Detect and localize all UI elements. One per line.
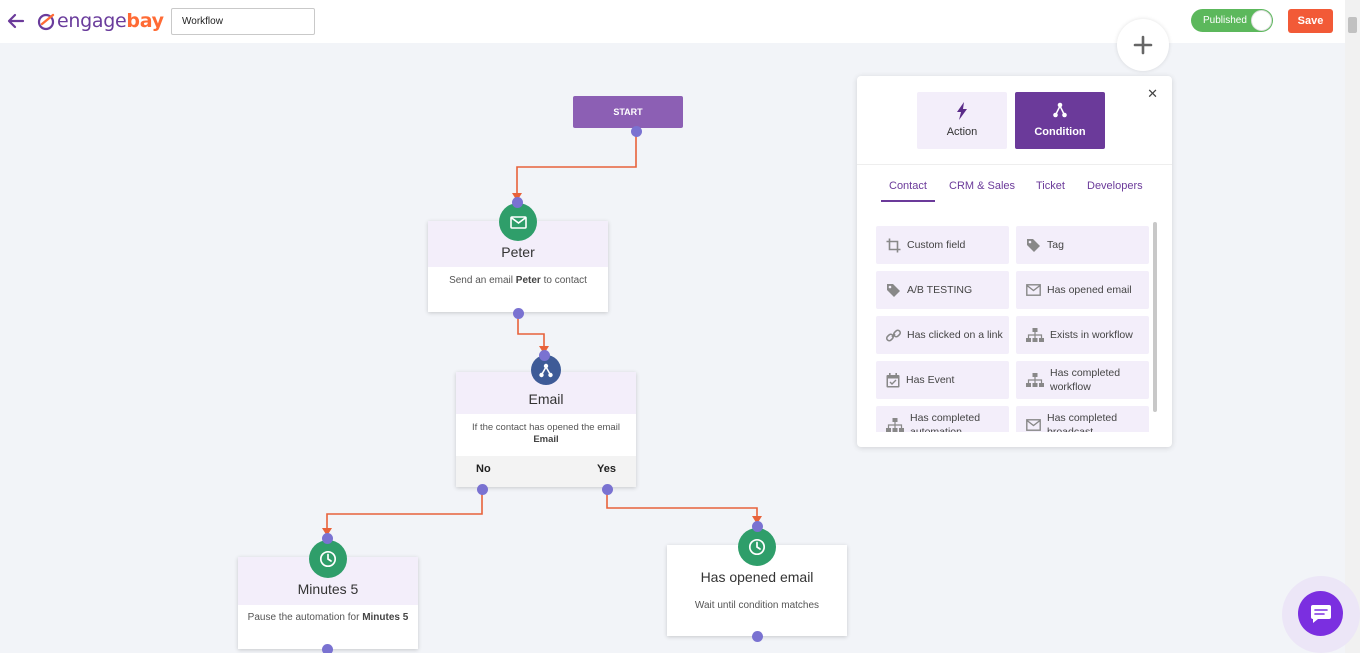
port-no-out[interactable]: [477, 484, 488, 495]
branch-row: No Yes: [456, 456, 636, 487]
condition-tag[interactable]: Tag: [1016, 226, 1149, 264]
panel-scrollbar[interactable]: [1153, 222, 1157, 412]
top-bar: engagebay Published Save: [0, 0, 1345, 43]
save-button[interactable]: Save: [1288, 9, 1333, 33]
add-node-button[interactable]: [1117, 19, 1169, 71]
panel-divider: [857, 164, 1172, 165]
published-toggle[interactable]: Published: [1191, 9, 1273, 32]
tab-crm-sales[interactable]: CRM & Sales: [949, 180, 1016, 192]
condition-has-completed-workflow[interactable]: Has completed workflow: [1016, 361, 1149, 399]
action-type-button[interactable]: Action: [917, 92, 1007, 149]
page-scrollbar[interactable]: [1345, 0, 1360, 653]
node-description: Pause the automation for Minutes 5: [247, 612, 409, 623]
close-panel-icon[interactable]: ✕: [1147, 86, 1158, 101]
port-wait-out[interactable]: [322, 644, 333, 653]
tab-ticket[interactable]: Ticket: [1036, 180, 1065, 192]
condition-type-button[interactable]: Condition: [1015, 92, 1105, 149]
port-start-out[interactable]: [631, 126, 642, 137]
clock-icon: [309, 540, 347, 578]
start-node[interactable]: START: [573, 96, 683, 128]
connector-yes-branch: [606, 489, 758, 520]
engagebay-logo: engagebay: [37, 9, 164, 33]
envelope-icon: [1026, 284, 1041, 296]
port-wait-in[interactable]: [322, 533, 333, 544]
page-scrollbar-thumb[interactable]: [1348, 17, 1357, 33]
sitemap-icon: [1026, 373, 1044, 387]
node-title: Has opened email: [667, 545, 847, 593]
crop-icon: [886, 238, 901, 252]
conditions-grid: Custom field Tag A/B TESTING Has opened …: [876, 222, 1150, 432]
tab-contact[interactable]: Contact: [881, 180, 935, 202]
sitemap-icon: [886, 418, 904, 432]
condition-has-opened-email[interactable]: Has opened email: [1016, 271, 1149, 309]
link-icon: [886, 328, 901, 342]
node-description: If the contact has opened the email Emai…: [472, 422, 620, 445]
clock-icon: [738, 528, 776, 566]
tag-icon: [887, 283, 900, 297]
branch-yes-label: Yes: [597, 463, 616, 475]
logo-wordmark: engagebay: [57, 10, 164, 32]
published-toggle-label: Published: [1203, 15, 1247, 26]
workflow-name-input[interactable]: [171, 8, 315, 35]
tag-icon: [1027, 238, 1040, 252]
connector-email-to-condition: [517, 313, 545, 350]
sitemap-icon: [1026, 328, 1044, 342]
condition-branch-icon: [1053, 102, 1067, 118]
condition-has-event[interactable]: Has Event: [876, 361, 1009, 399]
toggle-knob: [1251, 10, 1272, 31]
port-wait-condition-in[interactable]: [752, 521, 763, 532]
chat-bubble-icon: [1310, 604, 1331, 623]
condition-has-clicked-link[interactable]: Has clicked on a link: [876, 316, 1009, 354]
port-email-in[interactable]: [512, 197, 523, 208]
envelope-icon: [499, 203, 537, 241]
port-wait-condition-out[interactable]: [752, 631, 763, 642]
branch-no-label: No: [476, 463, 491, 475]
calendar-icon: [886, 372, 900, 387]
node-picker-panel: ✕ Action Condition Contact CRM & Sales T…: [857, 76, 1172, 447]
connector-no-branch: [326, 489, 483, 532]
node-description: Wait until condition matches: [694, 600, 820, 611]
port-condition-in[interactable]: [539, 350, 550, 361]
bolt-icon: [957, 102, 967, 120]
connector-start-to-email: [516, 131, 637, 197]
condition-exists-in-workflow[interactable]: Exists in workflow: [1016, 316, 1149, 354]
port-yes-out[interactable]: [602, 484, 613, 495]
tab-developers[interactable]: Developers: [1087, 180, 1143, 192]
condition-ab-testing[interactable]: A/B TESTING: [876, 271, 1009, 309]
port-email-out[interactable]: [513, 308, 524, 319]
plus-icon: [1133, 35, 1153, 55]
chat-button[interactable]: [1298, 591, 1343, 636]
back-arrow-icon[interactable]: [6, 11, 26, 31]
action-type-label: Action: [946, 126, 978, 138]
condition-custom-field[interactable]: Custom field: [876, 226, 1009, 264]
condition-type-label: Condition: [1034, 126, 1086, 138]
node-description: Send an email Peter to contact: [449, 275, 587, 286]
engagebay-logo-mark-icon: [37, 13, 55, 31]
envelope-icon: [1026, 419, 1041, 431]
condition-has-completed-automation[interactable]: Has completed automation: [876, 406, 1009, 432]
condition-has-completed-broadcast[interactable]: Has completed broadcast: [1016, 406, 1149, 432]
wait-node[interactable]: Minutes 5 Pause the automation for Minut…: [238, 557, 418, 649]
condition-node[interactable]: Email If the contact has opened the emai…: [456, 372, 636, 487]
